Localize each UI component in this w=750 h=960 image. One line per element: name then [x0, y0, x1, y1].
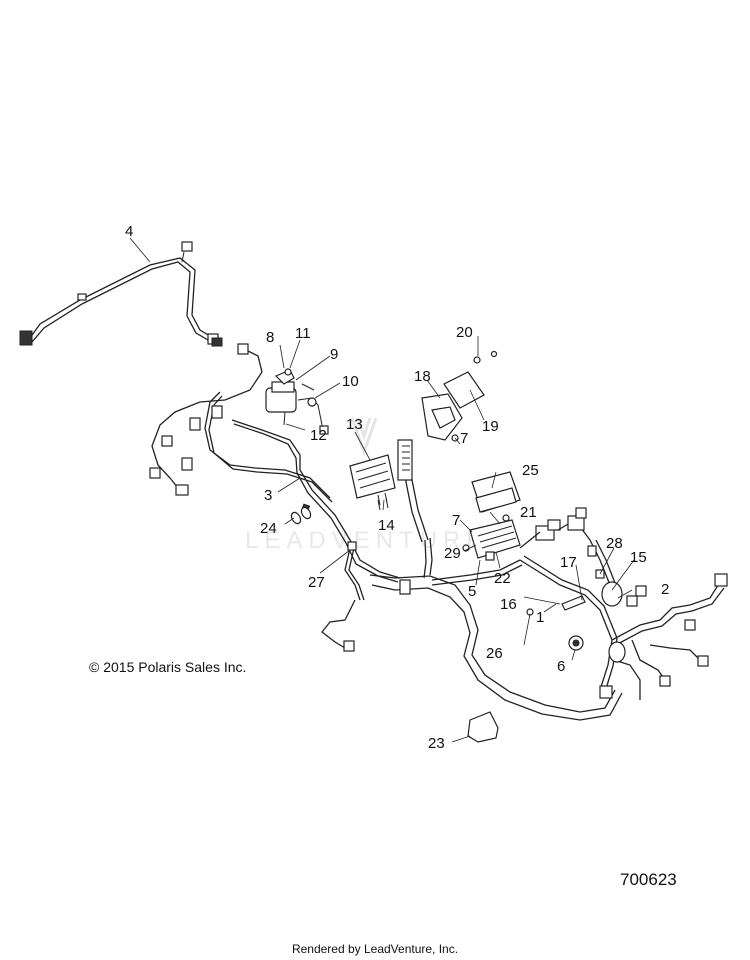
coil-assembly — [265, 368, 329, 435]
callout-15: 15 — [630, 549, 647, 566]
callout-11: 11 — [295, 325, 311, 342]
callout-22: 22 — [494, 570, 511, 587]
callout-14: 14 — [378, 517, 395, 534]
callout-10: 10 — [342, 373, 359, 390]
main-harness-part-3 — [149, 343, 401, 652]
callout-7-lower: 7 — [452, 512, 460, 529]
ecu-module — [349, 454, 396, 506]
callout-24: 24 — [260, 520, 277, 537]
fuse-box — [462, 471, 521, 561]
leader-lines — [129, 237, 635, 743]
lower-harness-trunk — [369, 439, 623, 721]
upper-harness-part-4 — [19, 241, 223, 347]
watermark: LEADVENTURE — [245, 527, 488, 554]
small-parts — [290, 497, 586, 743]
right-harness-part-2 — [519, 507, 728, 700]
rendered-by-footer: Rendered by LeadVenture, Inc. — [291, 942, 459, 956]
callout-13: 13 — [346, 416, 363, 433]
callout-23: 23 — [428, 735, 445, 752]
callout-8: 8 — [266, 329, 274, 346]
callout-18: 18 — [414, 368, 431, 385]
callout-29: 29 — [444, 545, 461, 562]
callout-16: 16 — [500, 596, 517, 613]
callout-1: 1 — [536, 609, 544, 626]
callout-25: 25 — [522, 462, 539, 479]
callout-3: 3 — [264, 487, 272, 504]
callout-28: 28 — [606, 535, 623, 552]
watermark-logo — [350, 417, 378, 457]
control-unit — [421, 350, 498, 442]
callout-20: 20 — [456, 324, 473, 341]
callout-4: 4 — [125, 223, 133, 240]
callout-9: 9 — [330, 346, 338, 363]
callout-26: 26 — [486, 645, 503, 662]
callout-labels: 4 8 11 9 10 12 13 3 14 24 27 20 18 19 7 … — [125, 223, 669, 752]
callout-17: 17 — [560, 554, 577, 571]
callout-12: 12 — [310, 427, 327, 444]
callout-19: 19 — [482, 418, 499, 435]
figure-number: 700623 — [620, 870, 677, 889]
callout-6: 6 — [557, 658, 565, 675]
callout-27: 27 — [308, 574, 325, 591]
callout-7-upper: 7 — [460, 430, 468, 447]
copyright-notice: © 2015 Polaris Sales Inc. — [89, 659, 247, 675]
callout-5: 5 — [468, 583, 476, 600]
callout-2: 2 — [661, 581, 669, 598]
callout-21: 21 — [520, 504, 537, 521]
